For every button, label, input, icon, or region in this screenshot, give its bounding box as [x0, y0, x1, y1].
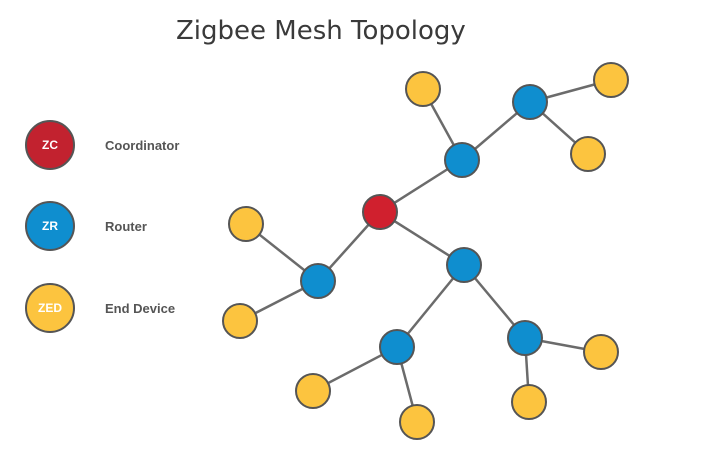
- end-device-node-e9: [511, 384, 547, 420]
- end-device-node-e2: [593, 62, 629, 98]
- legend-router: ZR Router: [25, 201, 147, 251]
- end-device-node-e5: [222, 303, 258, 339]
- nodes-layer: [222, 62, 629, 440]
- end-device-node-e8: [583, 334, 619, 370]
- router-node-r3: [300, 263, 336, 299]
- end-device-node-e7: [399, 404, 435, 440]
- router-legend-icon: ZR: [25, 201, 75, 251]
- end-device-node-e4: [228, 206, 264, 242]
- router-node-r4: [446, 247, 482, 283]
- legend-coordinator: ZC Coordinator: [25, 120, 179, 170]
- legend-end-device: ZED End Device: [25, 283, 175, 333]
- coordinator-legend-label: Coordinator: [105, 137, 180, 153]
- edges-layer: [239, 78, 612, 423]
- coordinator-legend-icon: ZC: [25, 120, 75, 170]
- router-node-r5: [379, 329, 415, 365]
- router-node-r2: [512, 84, 548, 120]
- coordinator-node-c: [362, 194, 398, 230]
- end-device-legend-icon: ZED: [25, 283, 75, 333]
- page-title: Zigbee Mesh Topology: [176, 16, 466, 46]
- end-device-node-e3: [570, 136, 606, 172]
- end-device-node-e6: [295, 373, 331, 409]
- end-device-node-e1: [405, 71, 441, 107]
- router-legend-label: Router: [105, 218, 147, 234]
- end-device-legend-label: End Device: [105, 300, 176, 316]
- router-node-r6: [507, 320, 543, 356]
- router-node-r1: [444, 142, 480, 178]
